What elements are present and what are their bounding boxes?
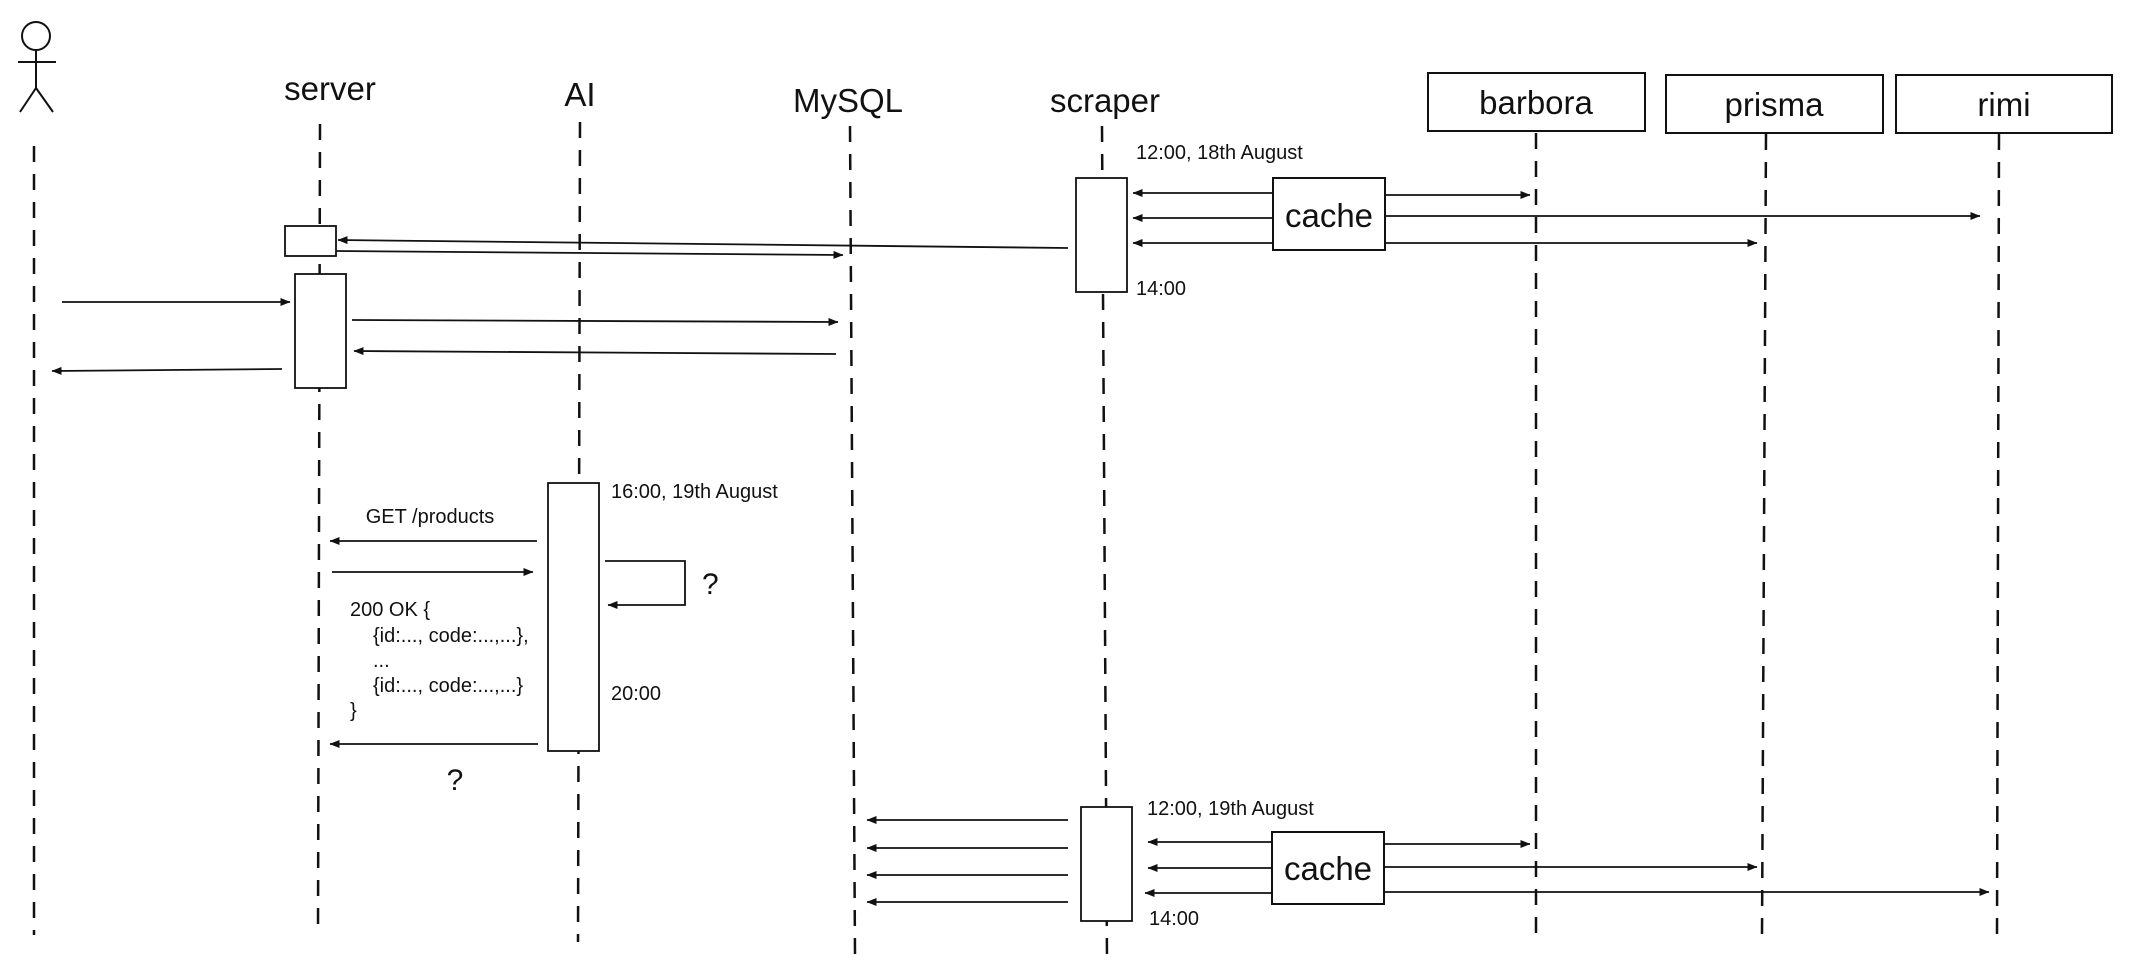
svg-text:{id:..., code:...,...},: {id:..., code:...,...}, [373, 625, 529, 647]
actor-icon [18, 21, 56, 113]
scraper-to-server-arrow [337, 236, 1069, 249]
svg-text:200 OK {: 200 OK { [350, 599, 430, 621]
lifeline-prisma [1760, 133, 1768, 936]
scrape-2-start-label: 12:00, 19th August [1147, 798, 1314, 820]
server-activation [294, 273, 347, 389]
server-activation-small [284, 225, 337, 257]
participant-server: server [284, 70, 376, 107]
svg-text:cache: cache [1284, 850, 1372, 887]
scrape-1-end-label: 14:00 [1136, 278, 1186, 300]
scraper-activation-1 [1075, 177, 1128, 293]
participant-prisma: prisma [1665, 74, 1884, 134]
server-to-mysql-write-arrow [335, 250, 844, 259]
svg-text:{id:..., code:...,...}: {id:..., code:...,...} [373, 675, 523, 697]
server-to-actor-arrow [51, 366, 283, 375]
participant-mysql: MySQL [793, 82, 903, 119]
svg-text:...: ... [373, 650, 390, 672]
scraper-activation-2 [1080, 806, 1133, 922]
cache-box-2: cache [1271, 831, 1385, 905]
mysql-to-server-arrow [353, 347, 837, 356]
get-products-label: GET /products [366, 506, 495, 528]
scrape-1-start-label: 12:00, 18th August [1136, 142, 1303, 164]
lifeline-ai [576, 121, 582, 943]
scrape-2-end-label: 14:00 [1149, 908, 1199, 930]
svg-text:prisma: prisma [1724, 86, 1824, 123]
participant-rimi: rimi [1895, 74, 2113, 134]
lifeline-rimi [1995, 133, 2001, 936]
svg-text:barbora: barbora [1479, 84, 1593, 121]
response-body: 200 OK { {id:..., code:...,...}, ... {id… [350, 599, 529, 722]
lifeline-mysql [848, 125, 857, 956]
participant-scraper: scraper [1050, 82, 1160, 119]
participant-barbora: barbora [1427, 72, 1646, 132]
ai-start-label: 16:00, 19th August [611, 481, 778, 503]
ai-self-call-question: ? [702, 568, 719, 601]
lifeline-server [316, 123, 322, 931]
svg-text:rimi: rimi [1977, 86, 2030, 123]
ai-activation [547, 482, 600, 752]
ai-self-call-arrow [605, 560, 686, 609]
ai-end-label: 20:00 [611, 683, 661, 705]
svg-text:}: } [350, 700, 357, 722]
ai-result-question: ? [447, 764, 464, 797]
cache-box-1: cache [1272, 177, 1386, 251]
participant-ai: AI [564, 76, 595, 113]
svg-text:cache: cache [1285, 197, 1373, 234]
server-to-mysql-query-arrow [351, 317, 839, 326]
